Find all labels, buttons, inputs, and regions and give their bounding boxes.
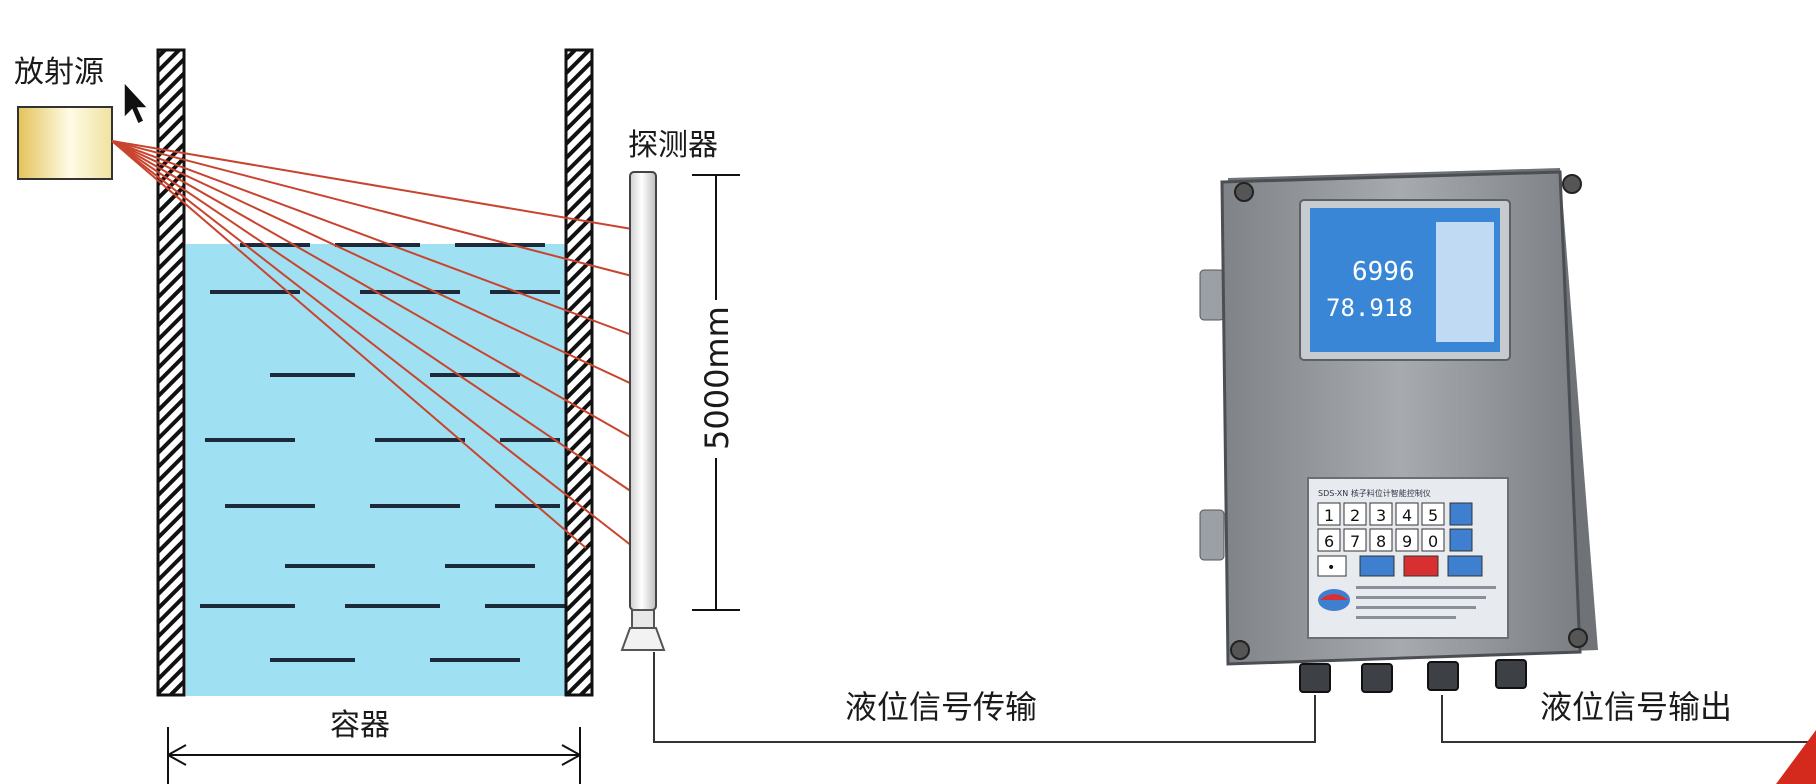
detector-cable-gland — [620, 627, 666, 651]
key-dot: • — [1327, 560, 1335, 576]
company-logo — [1318, 586, 1496, 619]
key-6: 6 — [1324, 532, 1334, 551]
key-8: 8 — [1376, 532, 1386, 551]
key-1: 1 — [1324, 506, 1334, 525]
key-9: 9 — [1402, 532, 1412, 551]
container-label: 容器 — [330, 708, 390, 743]
radiation-source — [17, 106, 113, 180]
lcd-value-1: 6996 — [1352, 257, 1415, 287]
range-dimension — [692, 174, 740, 611]
container-width-dimension — [167, 727, 581, 784]
controller-unit: 6996 78.918 SDS-XN 核子料位计智能控制仪 1 2 3 4 5 … — [1199, 168, 1598, 693]
liquid — [186, 244, 566, 696]
key-5: 5 — [1428, 506, 1438, 525]
lcd-value-2: 78.918 — [1326, 294, 1413, 322]
screw-icon — [1562, 174, 1582, 194]
detector-collar — [631, 609, 655, 629]
keypad-row-2: 6 7 8 9 0 — [1317, 528, 1473, 552]
signal-cable — [653, 652, 1316, 743]
detector-rod — [629, 171, 657, 611]
key-4: 4 — [1402, 506, 1412, 525]
transmission-label: 液位信号传输 — [845, 688, 1037, 726]
screw-icon — [1568, 628, 1588, 648]
corner-mark-icon — [1776, 730, 1816, 784]
container-wall-right — [564, 48, 594, 697]
output-label: 液位信号输出 — [1540, 688, 1732, 726]
keypad-row-1: 1 2 3 4 5 — [1317, 502, 1473, 526]
cursor-icon — [123, 80, 150, 126]
cable-glands — [1299, 659, 1527, 693]
liquid-waves — [200, 243, 565, 662]
keypad-title: SDS-XN 核子料位计智能控制仪 — [1318, 488, 1431, 498]
screw-icon — [1230, 640, 1250, 660]
screw-icon — [1234, 182, 1254, 202]
key-7: 7 — [1350, 532, 1360, 551]
container-wall-left — [156, 48, 186, 697]
output-cable — [1441, 695, 1816, 743]
key-0: 0 — [1428, 532, 1438, 551]
radiation-rays — [111, 140, 633, 549]
detector-label: 探测器 — [628, 128, 718, 163]
key-3: 3 — [1376, 506, 1386, 525]
key-2: 2 — [1350, 506, 1360, 525]
keypad-row-3: • — [1317, 555, 1483, 577]
source-label: 放射源 — [14, 55, 104, 90]
range-label: 5000mm — [698, 306, 736, 450]
